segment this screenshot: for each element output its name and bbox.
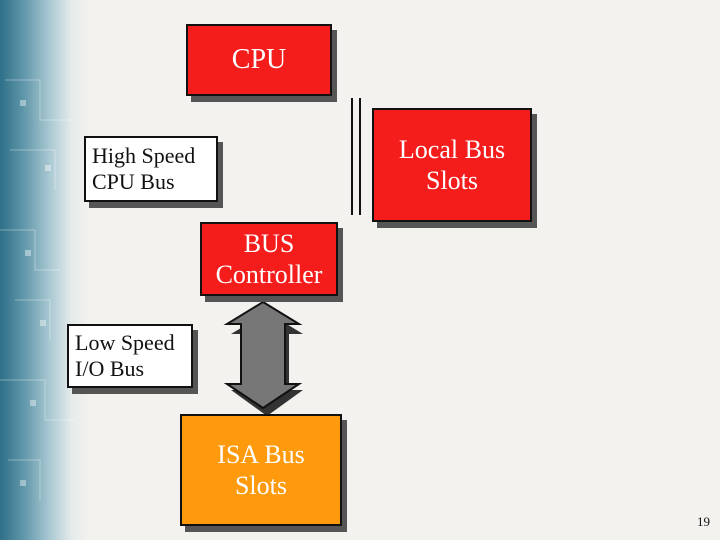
- high-speed-bus-label: High Speed CPU Bus: [92, 142, 196, 194]
- high-speed-bus-box: High Speed CPU Bus: [84, 136, 218, 202]
- isa-bus-slots-box: ISA Bus Slots: [180, 414, 342, 526]
- isa-bus-slots-label: ISA Bus Slots: [217, 439, 305, 500]
- cpu-box: CPU: [186, 24, 332, 96]
- local-bus-slots-label: Local Bus Slots: [398, 134, 506, 195]
- local-bus-slots-box: Local Bus Slots: [372, 108, 532, 222]
- cpu-label: CPU: [231, 44, 287, 76]
- low-speed-bus-label: Low Speed I/O Bus: [75, 329, 175, 381]
- circuit-pattern-icon: [0, 79, 75, 500]
- double-arrow-icon: [223, 300, 303, 416]
- bus-controller-box: BUS Controller: [200, 222, 338, 296]
- low-speed-bus-box: Low Speed I/O Bus: [67, 324, 193, 388]
- slide-background-decoration: [0, 0, 90, 540]
- page-number: 19: [697, 514, 710, 529]
- bus-controller-label: BUS Controller: [215, 228, 323, 289]
